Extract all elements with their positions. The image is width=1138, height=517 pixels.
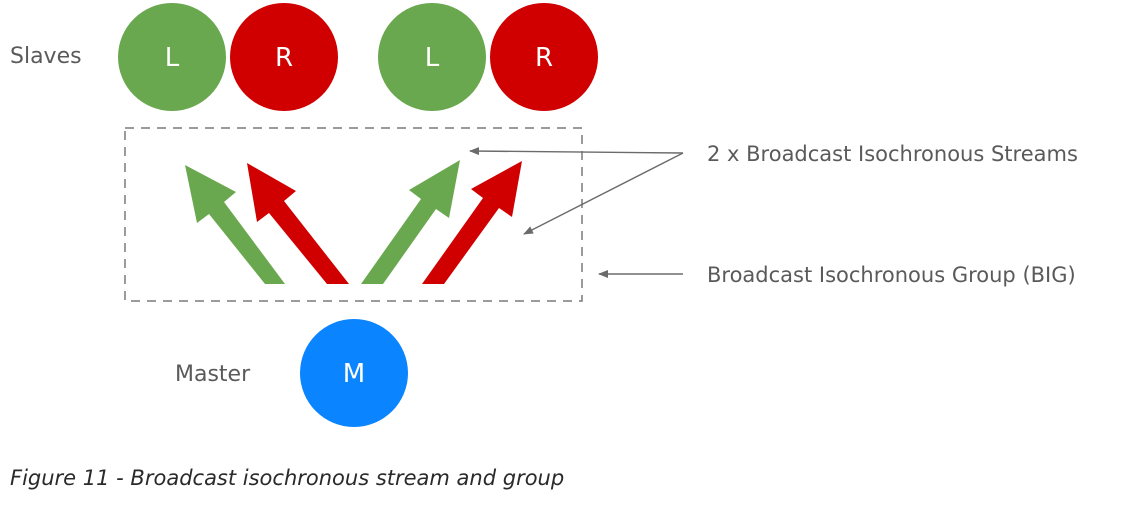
group-annotation: Broadcast Isochronous Group (BIG) [707,263,1076,287]
stream-arrow [247,163,349,284]
big-diagram: Slaves L R L R 2 x Broadcast Isoch [10,3,1078,427]
slave-node-circle [490,3,598,111]
slave-node-letter: R [535,43,553,73]
master-node-circle [300,319,408,427]
stream-arrow [422,161,522,284]
slave-node-circle [230,3,338,111]
slave-node-letter: R [275,43,293,73]
streams-annotation: 2 x Broadcast Isochronous Streams [707,142,1078,166]
slave-node: R [230,3,338,111]
slave-node: L [118,3,226,111]
figure-caption: Figure 11 - Broadcast isochronous stream… [10,466,565,490]
slave-node: L [378,3,486,111]
slave-node-letter: L [165,43,180,73]
streams-pointer-line [469,147,684,156]
master-label: Master [175,362,251,387]
slave-node-circle [378,3,486,111]
slave-node: R [490,3,598,111]
streams-pointer-line [523,152,684,235]
stream-arrow [185,165,285,284]
slaves-label: Slaves [10,44,82,69]
master-node-letter: M [343,359,365,389]
slave-node-letter: L [425,43,440,73]
master-node: M [300,319,408,427]
big-group-box [124,127,583,302]
stream-arrow [361,160,460,284]
slave-node-circle [118,3,226,111]
